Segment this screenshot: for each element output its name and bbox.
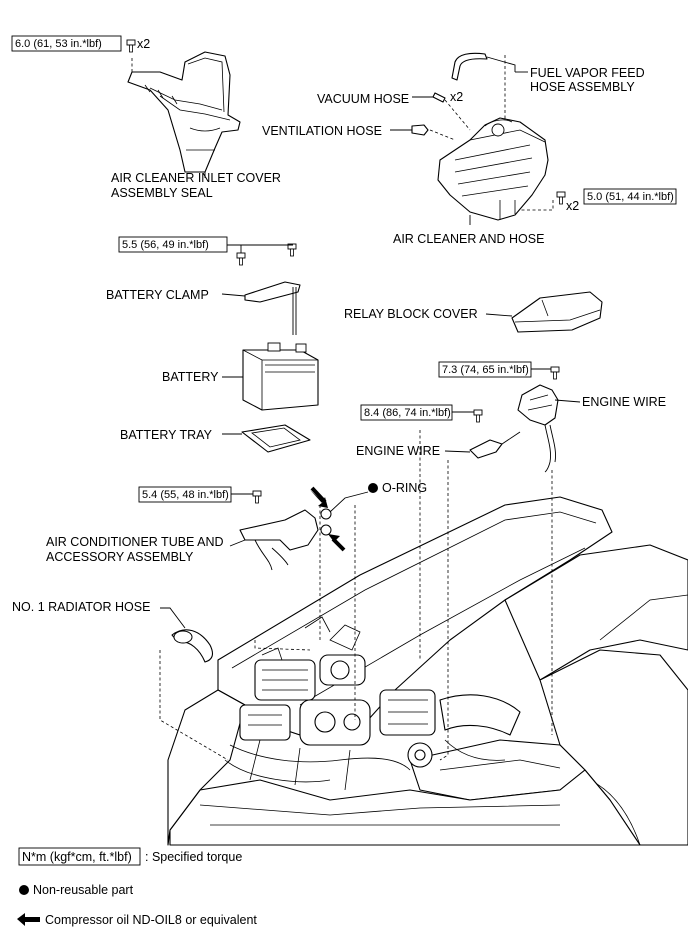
label-fuel-vapor-1: FUEL VAPOR FEED <box>530 66 645 80</box>
battery-part <box>242 342 319 411</box>
torque-engine-wire-upper: 7.3 (74, 65 in.*lbf) <box>442 364 529 376</box>
legend-compressor-oil: Compressor oil ND-OIL8 or equivalent <box>45 913 257 927</box>
legend-torque-box: N*m (kgf*cm, ft.*lbf) <box>22 850 132 864</box>
leader-relay-block <box>485 313 513 317</box>
ventilation-hose-part <box>390 124 429 136</box>
label-battery-clamp: BATTERY CLAMP <box>106 288 209 302</box>
engine-wire-lower-part <box>444 431 521 459</box>
torque-box-air-cleaner: 5.0 (51, 44 in.*lbf) x2 <box>566 188 677 213</box>
count-inlet-cover: x2 <box>137 37 150 51</box>
torque-inlet-cover: 6.0 (61, 53 in.*lbf) <box>15 38 102 50</box>
label-ac-tube-2: ACCESSORY ASSEMBLY <box>46 550 194 564</box>
bolt-icon <box>556 191 566 205</box>
label-ventilation-hose: VENTILATION HOSE <box>262 124 382 138</box>
label-relay-block-cover: RELAY BLOCK COVER <box>344 307 478 321</box>
torque-box-battery-clamp: 5.5 (56, 49 in.*lbf) <box>118 236 228 253</box>
label-fuel-vapor-2: HOSE ASSEMBLY <box>530 80 635 94</box>
ac-tube-assembly-part <box>229 491 369 571</box>
bolt-icon <box>126 39 136 53</box>
black-arrow-icon <box>310 486 328 508</box>
leader-fuel-vapor <box>486 56 516 72</box>
label-air-cleaner-inlet-cover-1: AIR CLEANER INLET COVER <box>111 171 281 185</box>
torque-box-ac-tube: 5.4 (55, 48 in.*lbf) <box>138 486 253 503</box>
label-engine-wire-upper: ENGINE WIRE <box>582 395 666 409</box>
dashed-leader-lines <box>131 55 554 761</box>
filled-circle-icon <box>368 483 378 493</box>
torque-engine-wire-lower: 8.4 (86, 74 in.*lbf) <box>364 407 451 419</box>
torque-box-engine-wire-upper: 7.3 (74, 65 in.*lbf) <box>438 361 551 378</box>
label-engine-wire-lower: ENGINE WIRE <box>356 444 440 458</box>
torque-box-engine-wire-lower: 8.4 (86, 74 in.*lbf) <box>360 404 474 421</box>
torque-box-inlet-cover: 6.0 (61, 53 in.*lbf) x2 <box>11 35 150 52</box>
fuel-vapor-feed-hose-part <box>451 52 488 81</box>
bolt-icon <box>473 409 483 423</box>
label-air-cleaner-inlet-cover-2: ASSEMBLY SEAL <box>111 186 213 200</box>
torque-ac-tube: 5.4 (55, 48 in.*lbf) <box>142 489 229 501</box>
leader-battery-clamp-torque <box>227 244 293 253</box>
label-battery-tray: BATTERY TRAY <box>120 428 213 442</box>
count-vacuum-hose: x2 <box>450 90 463 104</box>
vehicle-engine-bay-illustration <box>167 496 688 846</box>
air-cleaner-inlet-cover-part <box>127 51 241 178</box>
legend: N*m (kgf*cm, ft.*lbf) : Specified torque… <box>17 847 257 927</box>
bolt-icon <box>550 366 560 380</box>
air-cleaner-and-hose-part <box>437 117 549 221</box>
label-o-ring: O-RING <box>382 481 427 495</box>
black-arrow-icon <box>17 913 40 926</box>
label-battery: BATTERY <box>162 370 219 384</box>
bolt-icon <box>236 252 246 266</box>
bolt-icon <box>287 243 297 257</box>
relay-block-cover-part <box>511 291 603 333</box>
torque-battery-clamp: 5.5 (56, 49 in.*lbf) <box>122 239 209 251</box>
battery-tray-part <box>222 424 311 453</box>
legend-non-reusable: Non-reusable part <box>33 883 134 897</box>
black-arrow-icon <box>328 534 346 552</box>
label-radiator-hose: NO. 1 RADIATOR HOSE <box>12 600 150 614</box>
radiator-hose-part <box>160 607 214 663</box>
filled-circle-icon <box>19 885 29 895</box>
torque-air-cleaner: 5.0 (51, 44 in.*lbf) <box>587 191 674 203</box>
bolt-icon <box>252 490 262 504</box>
count-air-cleaner: x2 <box>566 199 579 213</box>
label-ac-tube-1: AIR CONDITIONER TUBE AND <box>46 535 224 549</box>
label-vacuum-hose: VACUUM HOSE <box>317 92 409 106</box>
engine-wire-upper-part <box>517 384 581 473</box>
battery-clamp-part <box>221 281 301 335</box>
vacuum-hose-part <box>412 92 446 103</box>
legend-torque-desc: : Specified torque <box>145 850 242 864</box>
label-air-cleaner-and-hose: AIR CLEANER AND HOSE <box>393 232 544 246</box>
